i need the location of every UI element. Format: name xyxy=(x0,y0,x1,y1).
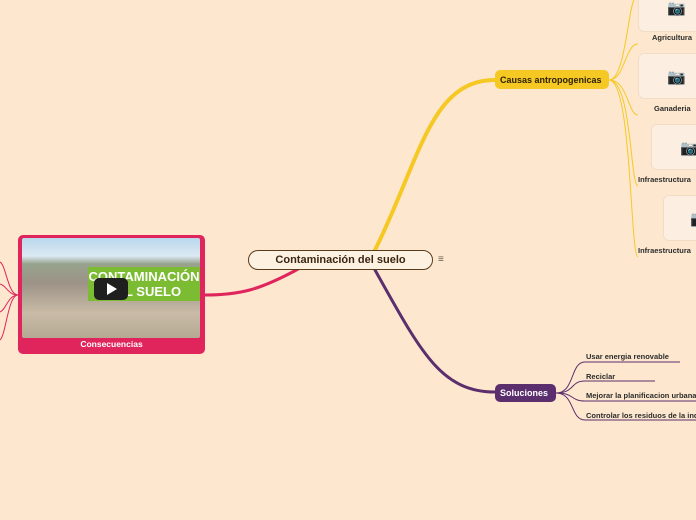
video-thumbnail: CONTAMINACIÓN DEL SUELO xyxy=(22,238,200,338)
card-ganaderia[interactable]: 📷 xyxy=(638,53,696,99)
topic-soluciones[interactable]: Soluciones xyxy=(495,384,556,402)
subtopic-residuos[interactable]: Controlar los residuos de la industria xyxy=(586,411,696,420)
topic-causas-label: Causas antropogenicas xyxy=(500,74,602,85)
topic-causas[interactable]: Causas antropogenicas xyxy=(495,70,609,89)
central-topic[interactable]: Contaminación del suelo xyxy=(248,250,433,270)
camera-icon: 📷 xyxy=(667,69,686,86)
play-icon[interactable] xyxy=(94,278,128,300)
subtopic-planificacion[interactable]: Mejorar la planificacion urbana xyxy=(586,391,696,400)
card-caption: Ganaderia xyxy=(654,104,691,113)
card-infraestructura-2[interactable]: 📷 xyxy=(663,195,696,241)
camera-icon: 📷 xyxy=(680,140,696,157)
card-agricultura[interactable]: 📷 xyxy=(638,0,696,32)
topic-consecuencias[interactable]: CONTAMINACIÓN DEL SUELO Consecuencias xyxy=(18,235,205,354)
topic-soluciones-label: Soluciones xyxy=(500,388,549,398)
menu-icon[interactable]: ≡ xyxy=(438,254,444,265)
central-topic-label: Contaminación del suelo xyxy=(275,254,406,266)
subtopic-energia[interactable]: Usar energia renovable xyxy=(586,352,669,361)
card-infraestructura[interactable]: 📷 xyxy=(651,124,696,170)
topic-consecuencias-label: Consecuencias xyxy=(80,339,143,349)
camera-icon: 📷 xyxy=(667,0,686,17)
subtopic-reciclar[interactable]: Reciclar xyxy=(586,372,616,381)
card-caption: Infraestructura xyxy=(638,246,691,255)
card-caption: Agricultura xyxy=(652,33,693,42)
card-caption: Infraestructura xyxy=(638,175,691,184)
camera-icon: 📷 xyxy=(690,210,696,228)
